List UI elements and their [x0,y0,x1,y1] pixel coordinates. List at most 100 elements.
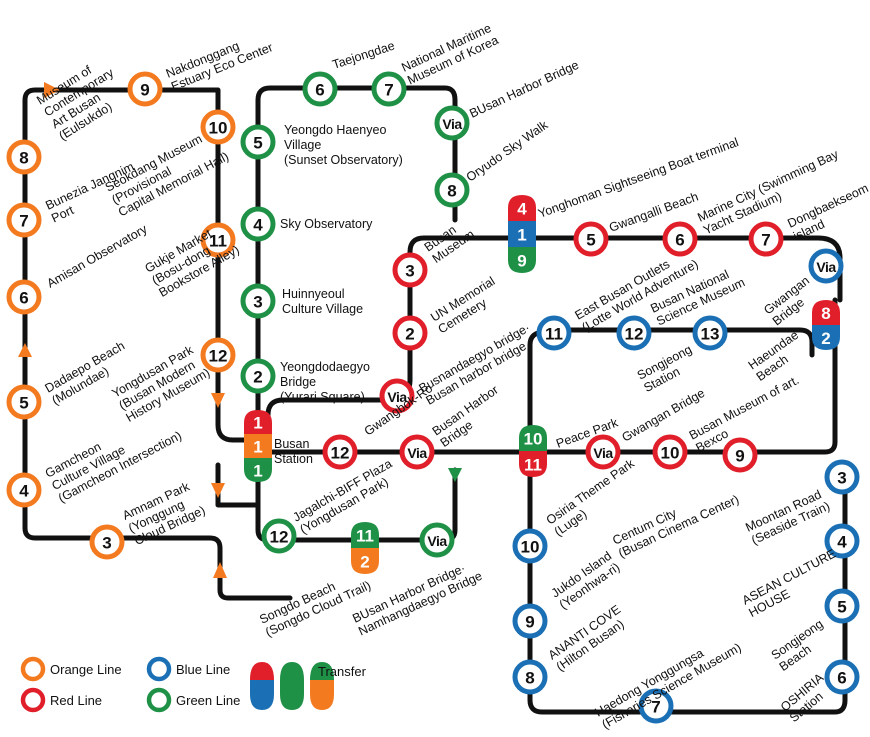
station-b8[interactable]: 8 [512,659,548,695]
station-number: 8 [19,149,28,168]
station-b10[interactable]: 10 [512,528,548,564]
transfer-haeundae[interactable]: 82 [812,300,840,350]
station-o3[interactable]: 3 [89,524,125,560]
station-circle-icon [808,248,844,284]
station-o6[interactable]: 6 [6,279,42,315]
station-g3[interactable]: 3 [240,283,276,319]
station-number: 8 [447,182,456,201]
station-r2[interactable]: 2 [392,315,428,351]
station-r5[interactable]: 5 [573,221,609,257]
pill-segment [812,325,840,350]
station-o5[interactable]: 5 [6,384,42,420]
station-g8[interactable]: 8 [434,172,470,208]
station-o12[interactable]: 12 [200,337,236,373]
station-b11[interactable]: 11 [536,315,572,351]
station-circle-icon [512,603,548,639]
station-number: 3 [837,469,846,488]
station-circle-icon [261,518,297,554]
station-b6[interactable]: 6 [824,659,860,695]
station-number: 6 [675,231,684,250]
station-r10[interactable]: 10 [652,434,688,470]
station-bvia[interactable]: Via [808,248,844,284]
label-ananti: ANANTI COVE(Hilton Busan) [546,602,631,674]
station-circle-icon [434,105,470,141]
label-line: Village [284,138,321,152]
station-number: 6 [315,81,324,100]
legend-orange-label: Orange Line [50,662,122,677]
station-rvia_east[interactable]: Via [585,434,621,470]
station-circle-icon [573,221,609,257]
triangle-arrow-icon [18,343,32,357]
station-g6[interactable]: 6 [302,71,338,107]
pill-number: 10 [524,430,543,449]
station-r12[interactable]: 12 [322,434,358,470]
station-rvia_mid[interactable]: Via [379,378,415,414]
station-b3[interactable]: 3 [824,459,860,495]
pill-segment [244,458,272,482]
pill-segment [508,247,536,273]
station-g12[interactable]: 12 [261,518,297,554]
station-number: 6 [837,669,846,688]
transfer-busan-museum[interactable]: 419 [508,195,536,273]
station-o9[interactable]: 9 [127,71,163,107]
pill-segment [244,410,272,434]
station-r9[interactable]: 9 [722,437,758,473]
station-g5[interactable]: 5 [240,124,276,160]
station-number: 3 [405,262,414,281]
station-b9[interactable]: 9 [512,603,548,639]
legend-green-icon [146,687,172,713]
triangle-arrow-icon [211,483,225,498]
station-circle-icon [692,315,728,351]
station-number: 2 [405,325,414,344]
station-o11[interactable]: 11 [200,222,236,258]
station-o8[interactable]: 8 [6,139,42,175]
transfer-busan-station[interactable]: 111 [244,410,272,482]
transfer-songdo[interactable]: 112 [351,522,379,574]
station-number: Via [387,389,407,405]
label-line: Amisan Observatory [45,221,151,290]
station-g2[interactable]: 2 [240,358,276,394]
station-circle-icon [6,384,42,420]
station-number: 10 [209,119,228,138]
station-r7[interactable]: 7 [748,221,784,257]
station-g7[interactable]: 7 [371,71,407,107]
pill-segment [519,451,547,477]
label-busan-harbor-bridge-top: BUsan Harbor Bridge [467,58,581,121]
station-r6[interactable]: 6 [662,221,698,257]
station-number: 4 [253,216,263,235]
station-number: 12 [331,444,350,463]
label-amisan: Amisan Observatory [45,221,151,290]
station-g4[interactable]: 4 [240,206,276,242]
label-jukdo: Jukdo Island(Yeonhwa-ri) [549,549,623,612]
direction-arrows [18,82,462,578]
station-rvia_center[interactable]: Via [399,434,435,470]
station-gvia_top[interactable]: Via [434,105,470,141]
station-circle-icon [824,588,860,624]
station-b5[interactable]: 5 [824,588,860,624]
station-circle-icon [200,109,236,145]
legend-red-icon [20,687,46,713]
station-b12[interactable]: 12 [616,315,652,351]
station-o10[interactable]: 10 [200,109,236,145]
label-line: Taejongdae [331,39,397,72]
pill-number: 1 [517,226,526,245]
station-r3[interactable]: 3 [392,252,428,288]
station-circle-icon [392,315,428,351]
legend-transfer-label: Transfer [318,664,367,679]
station-circle-icon [585,434,621,470]
station-b7[interactable]: 7 [638,688,674,724]
label-museum-art: Museum ofContemporaryArt Busan(Eulsukdo) [34,53,131,143]
station-b13[interactable]: 13 [692,315,728,351]
station-number: 3 [102,534,111,553]
station-o7[interactable]: 7 [6,202,42,238]
station-circle-icon [6,202,42,238]
station-circle-icon [302,71,338,107]
station-b4[interactable]: 4 [824,523,860,559]
station-circle-icon [722,437,758,473]
pill-segment [351,548,379,574]
station-number: 2 [253,368,262,387]
station-gvia_bottom[interactable]: Via [419,522,455,558]
station-o4[interactable]: 4 [6,472,42,508]
